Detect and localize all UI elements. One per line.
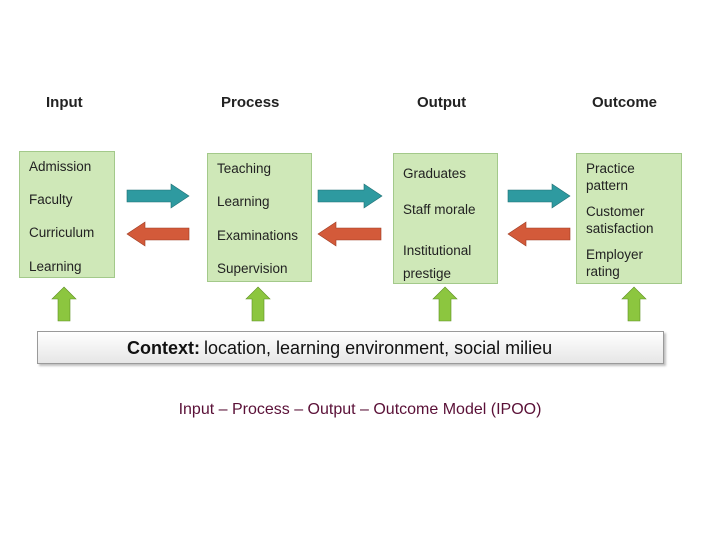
context-bar: Context:location, learning environment, … [37, 331, 664, 364]
outcome-item: Practice pattern [586, 161, 635, 193]
input-item: Faculty [29, 192, 73, 207]
input-item: Curriculum [29, 225, 95, 240]
context-label: Context: [127, 338, 200, 358]
forward-arrow-icon [507, 183, 571, 209]
backward-arrow-icon [126, 221, 190, 247]
output-item: Staff morale [403, 202, 476, 217]
backward-arrow-icon [317, 221, 382, 247]
process-item: Learning [217, 194, 270, 209]
output-box: Graduates Staff morale Institutional pre… [393, 153, 498, 284]
output-item: Institutional prestige [403, 243, 472, 281]
backward-arrow-icon [507, 221, 571, 247]
context-text: location, learning environment, social m… [204, 338, 553, 358]
heading-outcome: Outcome [592, 94, 658, 111]
up-arrow-icon [51, 286, 77, 322]
heading-input: Input [46, 94, 83, 111]
forward-arrow-icon [317, 183, 383, 209]
up-arrow-icon [245, 286, 271, 322]
outcome-box: Practice pattern Customer satisfaction E… [576, 153, 682, 284]
input-item: Learning [29, 259, 82, 274]
up-arrow-icon [432, 286, 458, 322]
heading-process: Process [221, 94, 280, 111]
process-item: Examinations [217, 228, 299, 243]
forward-arrow-icon [126, 183, 190, 209]
input-item: Admission [29, 159, 92, 174]
output-item: Graduates [403, 166, 467, 181]
process-box: Teaching Learning Examinations Supervisi… [207, 153, 312, 282]
diagram-caption: Input – Process – Output – Outcome Model… [178, 401, 542, 418]
input-box: Admission Faculty Curriculum Learning [19, 151, 115, 278]
outcome-item: Customer satisfaction [586, 204, 654, 236]
outcome-item: Employer rating [586, 247, 644, 279]
process-item: Teaching [217, 161, 272, 176]
up-arrow-icon [621, 286, 647, 322]
process-item: Supervision [217, 261, 288, 276]
heading-output: Output [417, 94, 467, 111]
